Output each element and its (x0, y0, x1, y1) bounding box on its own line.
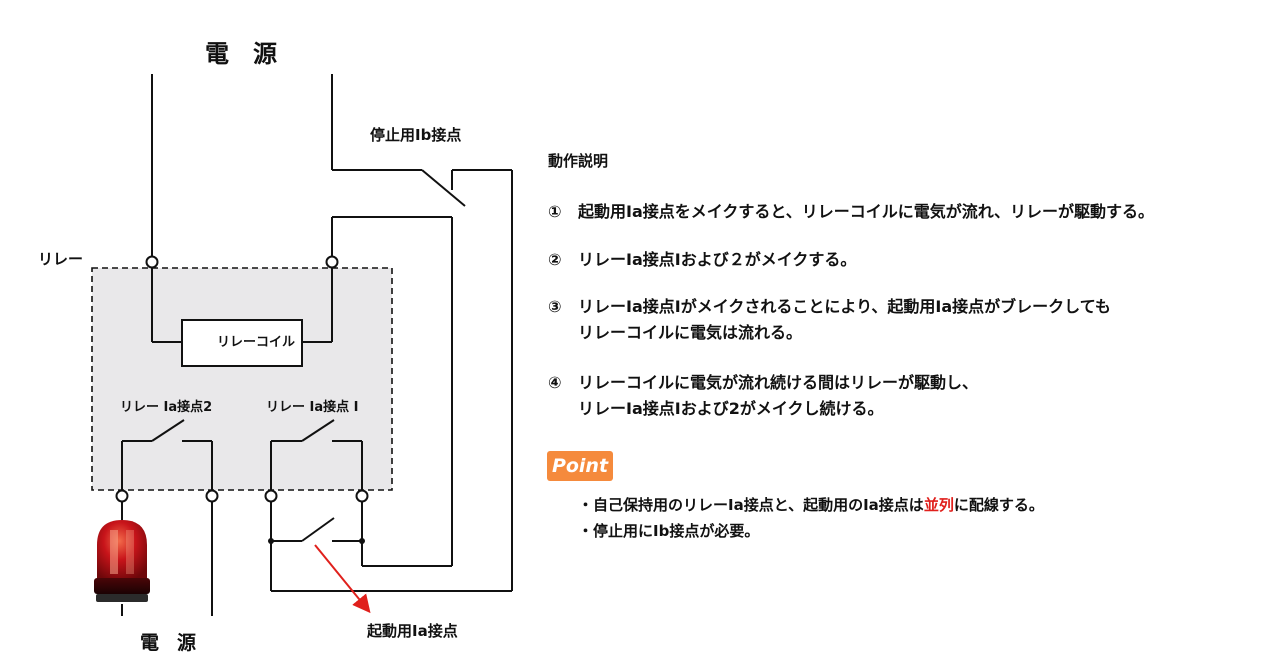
point-line-1: ・自己保持用のリレーIa接点と、起動用のIa接点は並列に配線する。 (578, 494, 1044, 515)
junction-dot-left (268, 538, 274, 544)
step-2: ② リレーIa接点Iおよび２がメイクする。 (548, 246, 856, 270)
power-label-bottom: 電源 (140, 632, 199, 654)
step-3: ③ リレーIa接点Iがメイクされることにより、起動用Ia接点がブレークしても リレ… (548, 294, 1111, 346)
terminals (115, 255, 369, 503)
relay-box (91, 267, 393, 491)
start-contact-label: 起動用Ia接点 (367, 622, 458, 640)
step-1-number: ① (548, 202, 562, 221)
point-line-2: ・停止用にIb接点が必要。 (578, 522, 760, 540)
point-badge: Point (547, 451, 613, 481)
relay-contact2-label: リレー Ia接点2 (120, 400, 213, 415)
terminal-bottom-2 (205, 489, 219, 503)
power-label-top: 電源 (205, 40, 279, 68)
step-3-number: ③ (548, 297, 562, 316)
step-2-text: リレーIa接点Iおよび２がメイクする。 (578, 250, 857, 269)
step-4: ④ リレーコイルに電気が流れ続ける間はリレーが駆動し、 リレーIa接点Iおよび2が… (548, 370, 978, 422)
relay-contact1-blade (301, 419, 335, 442)
step-3-text-line1: リレーIa接点Iがメイクされることにより、起動用Ia接点がブレークしても (578, 297, 1111, 316)
terminal-bottom-1 (115, 489, 129, 503)
junction-dot-right (359, 538, 365, 544)
warning-lamp-icon (94, 520, 150, 602)
step-4-text-line2: リレーIa接点Iおよび2がメイクし続ける。 (578, 399, 884, 418)
relay-coil (181, 319, 303, 367)
step-1: ① 起動用Ia接点をメイクすると、リレーコイルに電気が流れ、リレーが駆動する。 (548, 198, 1154, 222)
point-emphasis: 並列 (923, 496, 954, 514)
step-2-number: ② (548, 250, 562, 269)
relay-coil-label: リレーコイル (216, 335, 295, 350)
relay-contact2-blade (151, 419, 185, 442)
point-line-1-post: に配線する。 (953, 496, 1044, 514)
relay-label: リレー (38, 250, 84, 268)
step-3-text-line2: リレーコイルに電気は流れる。 (578, 323, 803, 342)
start-contact-arrow (314, 544, 371, 614)
point-line-1-pre: ・自己保持用のリレーIa接点と、起動用のIa接点は (578, 496, 924, 514)
relay-contact1-label: リレー Ia接点 I (266, 400, 359, 415)
terminal-bottom-4 (355, 489, 369, 503)
step-4-number: ④ (548, 373, 562, 392)
wires (121, 74, 513, 616)
description-heading: 動作説明 (548, 152, 609, 170)
terminal-top-right (325, 255, 339, 269)
terminal-top-left (145, 255, 159, 269)
stop-contact-blade (421, 169, 466, 207)
terminal-bottom-3 (264, 489, 278, 503)
step-1-text: 起動用Ia接点をメイクすると、リレーコイルに電気が流れ、リレーが駆動する。 (578, 202, 1154, 221)
stop-contact-label: 停止用Ib接点 (370, 126, 462, 144)
step-4-text-line1: リレーコイルに電気が流れ続ける間はリレーが駆動し、 (578, 373, 979, 392)
start-contact-blade (301, 517, 335, 542)
